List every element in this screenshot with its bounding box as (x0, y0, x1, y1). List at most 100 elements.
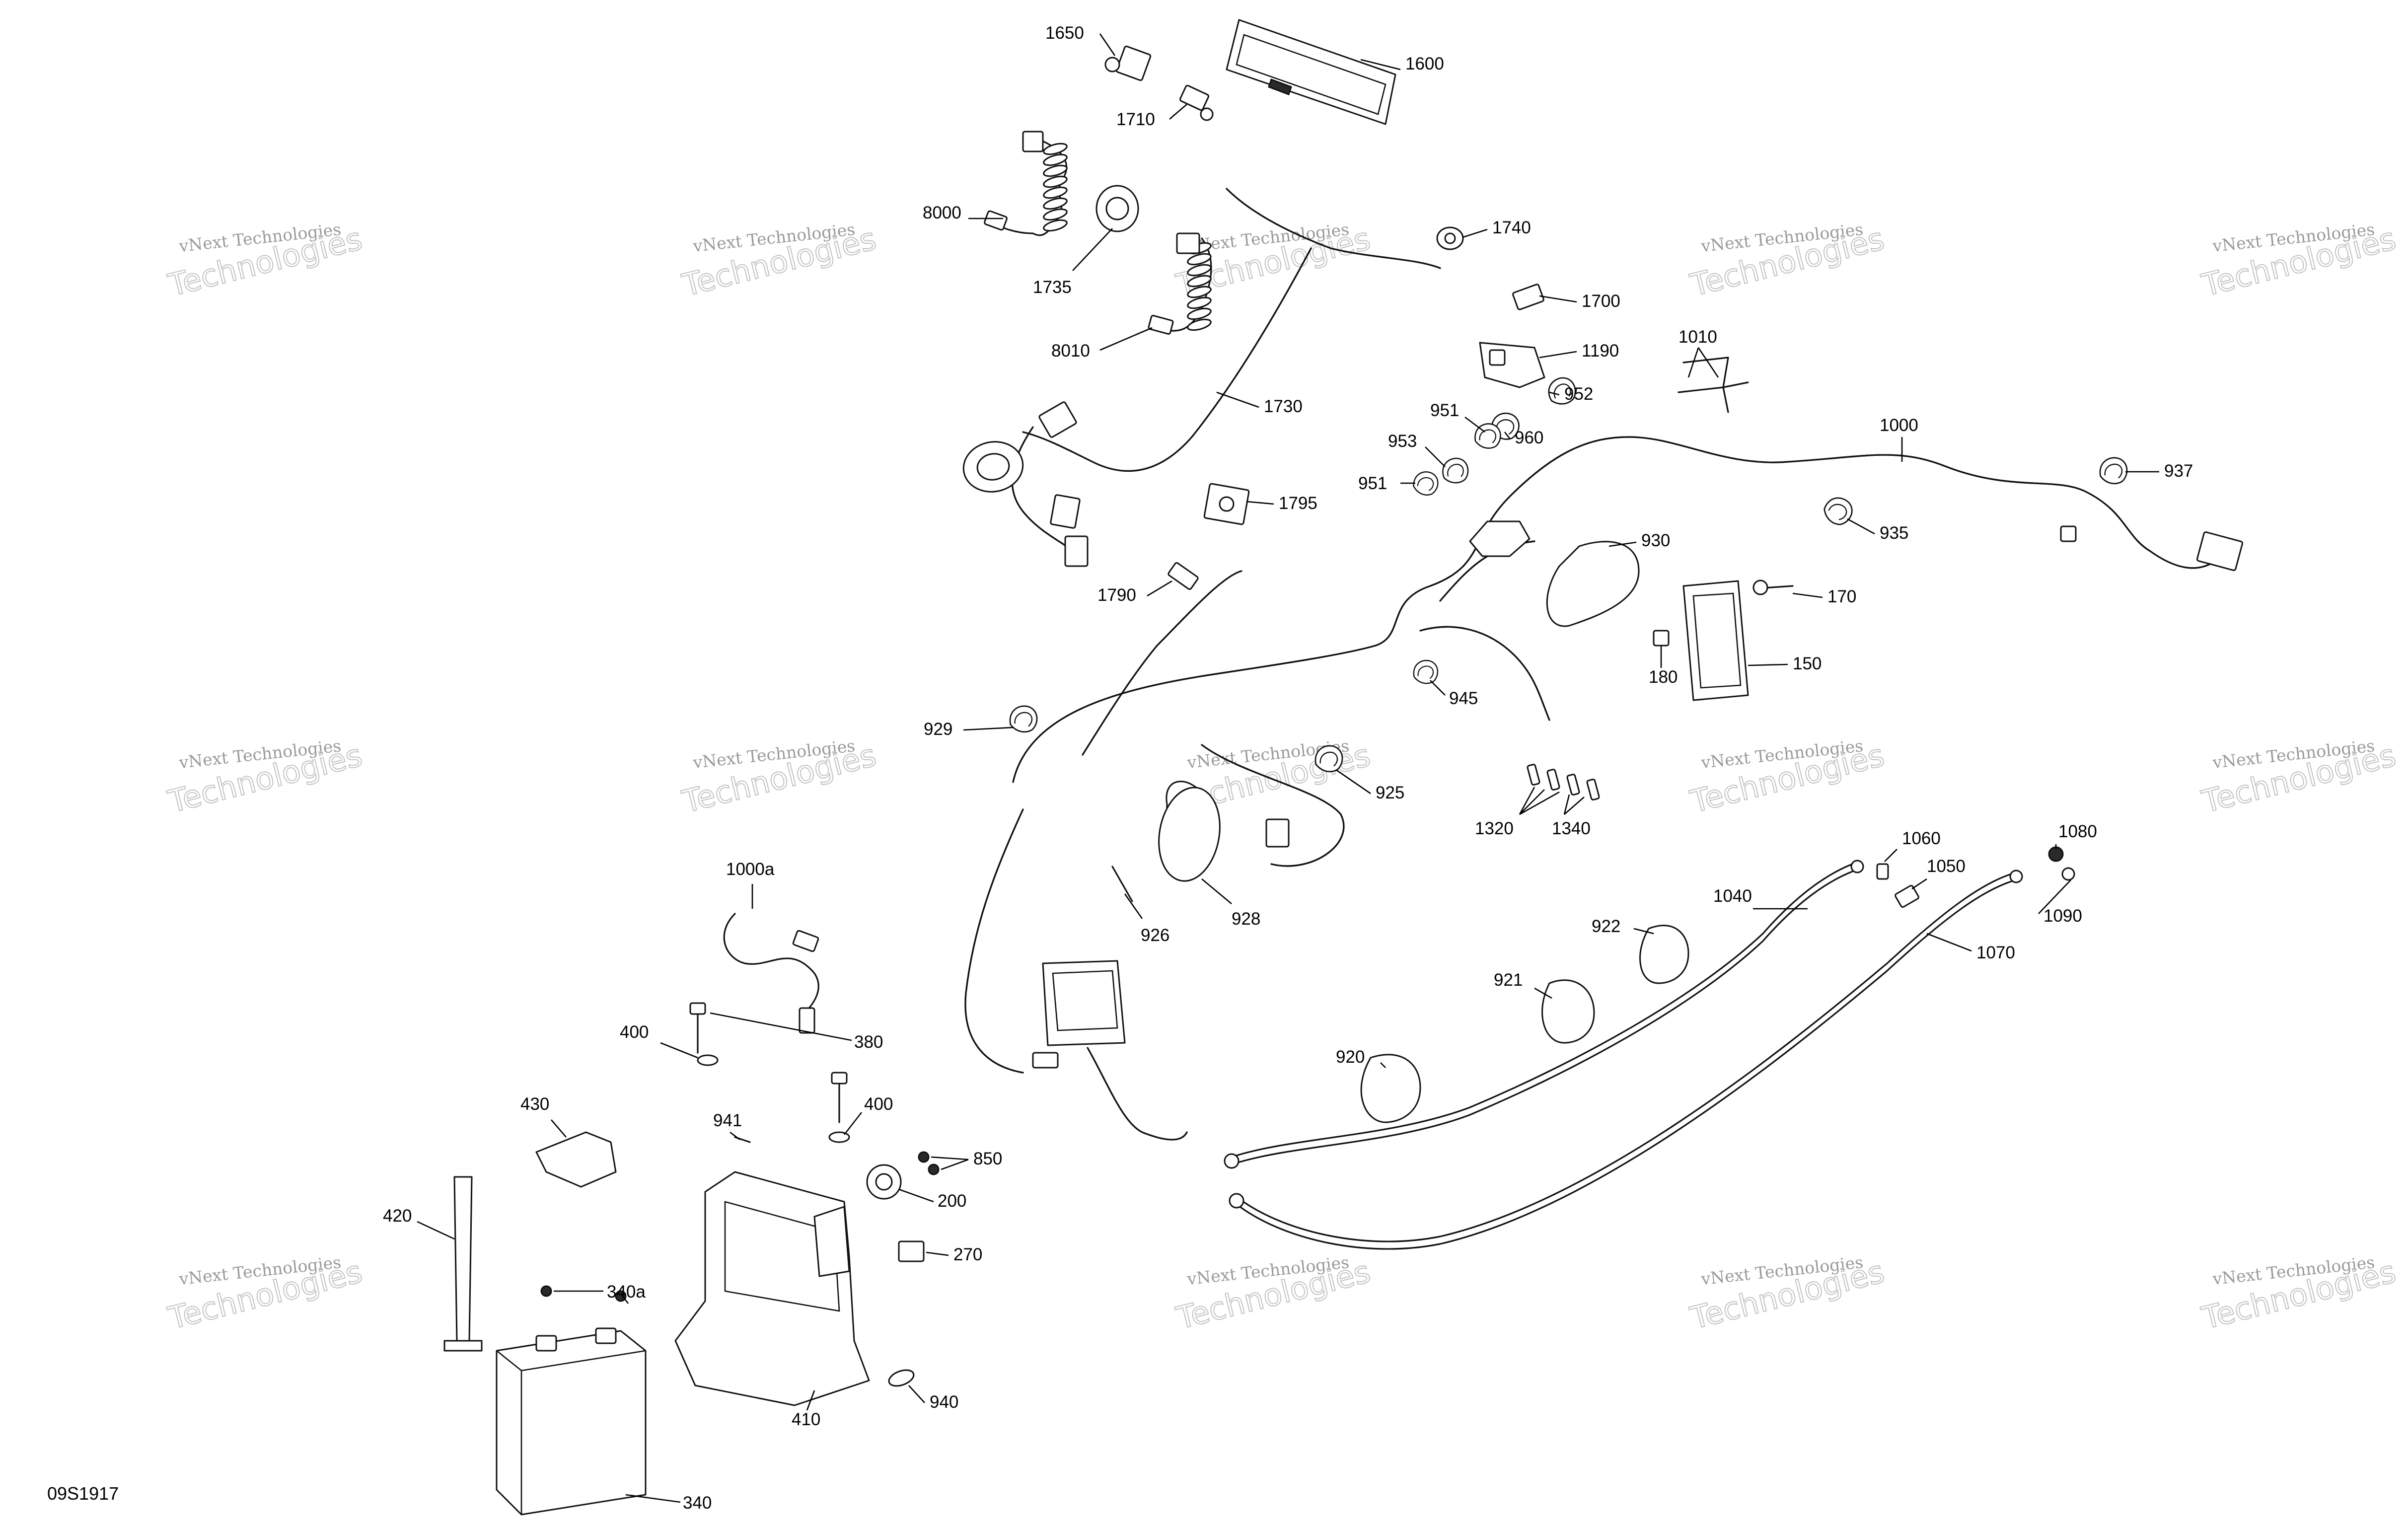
callout-label: 945 (1449, 689, 1478, 708)
callout-label: 200 (938, 1191, 966, 1211)
coil-loop (1043, 143, 1068, 155)
leader-line (1099, 327, 1153, 351)
leader-line (1430, 680, 1446, 696)
leader-line (625, 1494, 681, 1503)
callout-label: 1600 (1405, 54, 1444, 73)
leader-line (843, 1112, 863, 1135)
clip-inner (1479, 429, 1497, 443)
leader-line (806, 1390, 815, 1411)
fuse-box-top (1052, 970, 1118, 1031)
clip-body (1413, 659, 1438, 684)
coil-loop (1187, 253, 1212, 266)
clip-952 (1548, 377, 1576, 405)
leader-line (1360, 59, 1401, 71)
coil-loop (1043, 208, 1068, 221)
leader-line (1504, 432, 1511, 439)
callout-label: 928 (1232, 909, 1260, 929)
clip-inner (1014, 712, 1033, 727)
clip-inner (1447, 464, 1464, 477)
cable-lug (1229, 1193, 1244, 1209)
fuse-1790 (1168, 562, 1199, 590)
callout-label: 420 (383, 1206, 412, 1226)
coil-loop (1043, 197, 1068, 210)
leader-line (620, 1293, 629, 1304)
main-harness (1012, 436, 2226, 783)
fuse-box-branch (1087, 1047, 1188, 1141)
fastener-180 (1653, 630, 1670, 647)
leader-line (1926, 933, 1972, 952)
battery-340 (496, 1330, 647, 1516)
callout-label: 8010 (1051, 341, 1090, 361)
leader-line (1911, 878, 1927, 890)
grommet-inner (976, 453, 1010, 481)
cable-lug (1224, 1153, 1240, 1169)
bracket-1010 (1678, 357, 1749, 413)
callout-label: 400 (864, 1094, 893, 1114)
connector-937 (2196, 531, 2244, 571)
clip-body (1824, 497, 1853, 525)
callout-label: 1080 (2058, 822, 2097, 841)
leader-line (1216, 391, 1259, 408)
leader-line (963, 727, 1014, 731)
callout-label: 929 (924, 720, 952, 739)
leader-line (1792, 592, 1823, 598)
cable-1070 (1236, 873, 2012, 1242)
leader-line (1335, 769, 1371, 795)
nut-1080 (2048, 846, 2064, 862)
clip-925 (1314, 745, 1343, 773)
leader-line (1519, 787, 1535, 815)
terminal (1566, 774, 1580, 796)
callout-label: 380 (854, 1032, 883, 1052)
clip-inner (1828, 504, 1847, 520)
callout-label: 921 (1494, 970, 1523, 990)
connector (1064, 535, 1089, 567)
callout-label: 926 (1141, 926, 1169, 945)
clip-inner (2104, 463, 2123, 479)
washer-400 (697, 1054, 719, 1066)
callout-label: 953 (1388, 432, 1417, 451)
callout-label: 1070 (1976, 943, 2015, 962)
leader-line (926, 1251, 949, 1256)
callout-label: 410 (792, 1410, 820, 1429)
clip-inner (1417, 665, 1434, 679)
cable-lug (2009, 870, 2023, 883)
clip-929 (1009, 705, 1038, 733)
strap-420-end (443, 1340, 483, 1352)
relay-pin (1200, 107, 1214, 121)
callout-label: 940 (930, 1392, 958, 1412)
callout-label: 937 (2164, 461, 2193, 481)
relay-center (1219, 496, 1235, 512)
leader-line (1519, 791, 1560, 815)
leader-line (2038, 879, 2071, 914)
leader-line (1608, 541, 1637, 547)
callout-label: 1050 (1927, 857, 1966, 876)
callout-label: 952 (1564, 384, 1593, 404)
coil-loop (1043, 153, 1068, 166)
washer-1090 (2061, 867, 2075, 881)
switch-1650 (1115, 45, 1152, 81)
leader-line (1147, 580, 1172, 597)
callout-label: 1650 (1045, 23, 1084, 43)
washer-400 (828, 1131, 850, 1143)
callout-label: 935 (1880, 523, 1908, 543)
callout-label: 951 (1430, 401, 1459, 420)
callout-label: 941 (713, 1111, 742, 1130)
coil-loop (1043, 175, 1068, 188)
leader-line (1884, 849, 1897, 862)
sensor-1700 (1512, 284, 1544, 310)
connector (1050, 494, 1081, 529)
leader-line (730, 1131, 740, 1141)
pin-926 (1111, 866, 1133, 902)
callout-label: 170 (1827, 587, 1856, 606)
harness-1000a (723, 913, 819, 1014)
leader-line (941, 1159, 969, 1170)
harness-branch-right (1419, 626, 1550, 721)
callout-label: 1320 (1475, 819, 1514, 838)
callout-label: 1700 (1582, 291, 1620, 311)
